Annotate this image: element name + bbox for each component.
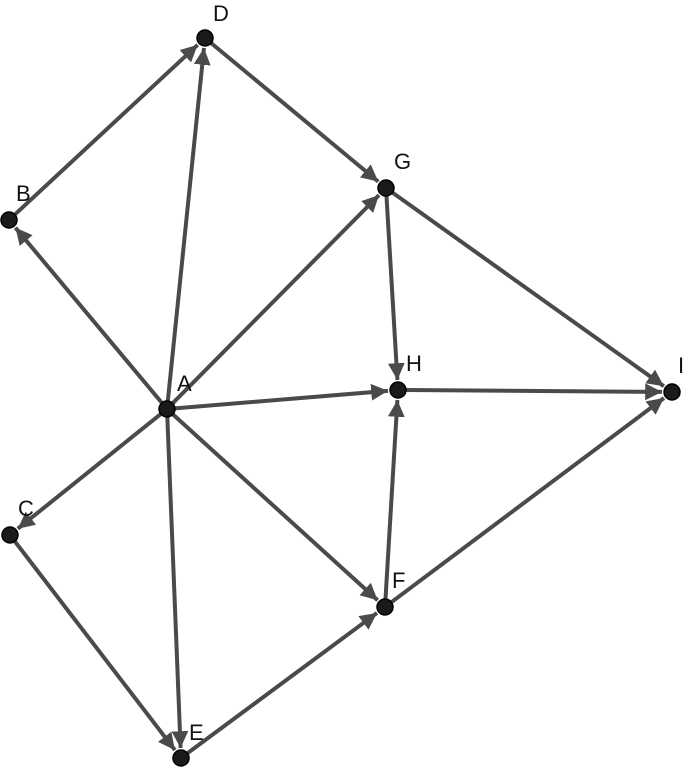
edge-a-to-d [165,47,211,402]
node-c [1,526,19,544]
node-label-b: B [16,181,31,206]
edge-d-to-g [209,41,380,184]
node-label-g: G [394,149,411,174]
node-b [0,211,18,229]
node-layer [0,29,681,767]
edge-h-to-i [405,383,663,401]
node-label-h: H [406,351,422,376]
edge-a-to-c [16,412,163,531]
node-label-d: D [213,1,229,26]
node-label-a: A [177,371,192,396]
edge-g-to-h [384,195,405,381]
node-a [158,400,176,418]
node-g [377,179,395,197]
node-f [376,598,394,616]
edge-f-to-h [383,399,405,600]
edge-a-to-h [174,383,389,411]
edge-b-to-d [13,43,200,217]
edge-e-to-f [186,611,379,755]
node-d [196,29,214,47]
edge-a-to-f [171,412,379,602]
node-label-f: F [392,568,405,593]
node-h [389,381,407,399]
node-label-i: I [678,353,684,378]
edge-a-to-b [13,226,164,405]
edge-f-to-i [390,396,666,604]
node-label-e: E [189,720,204,745]
node-e [172,749,190,767]
label-layer: A B C D E F G H I [16,1,684,745]
node-i [663,383,681,401]
edge-layer [13,41,666,755]
edge-c-to-e [13,540,177,752]
edge-a-to-g [171,193,381,405]
edge-g-to-i [391,191,666,388]
node-label-c: C [18,496,34,521]
edge-a-to-e [165,416,189,749]
